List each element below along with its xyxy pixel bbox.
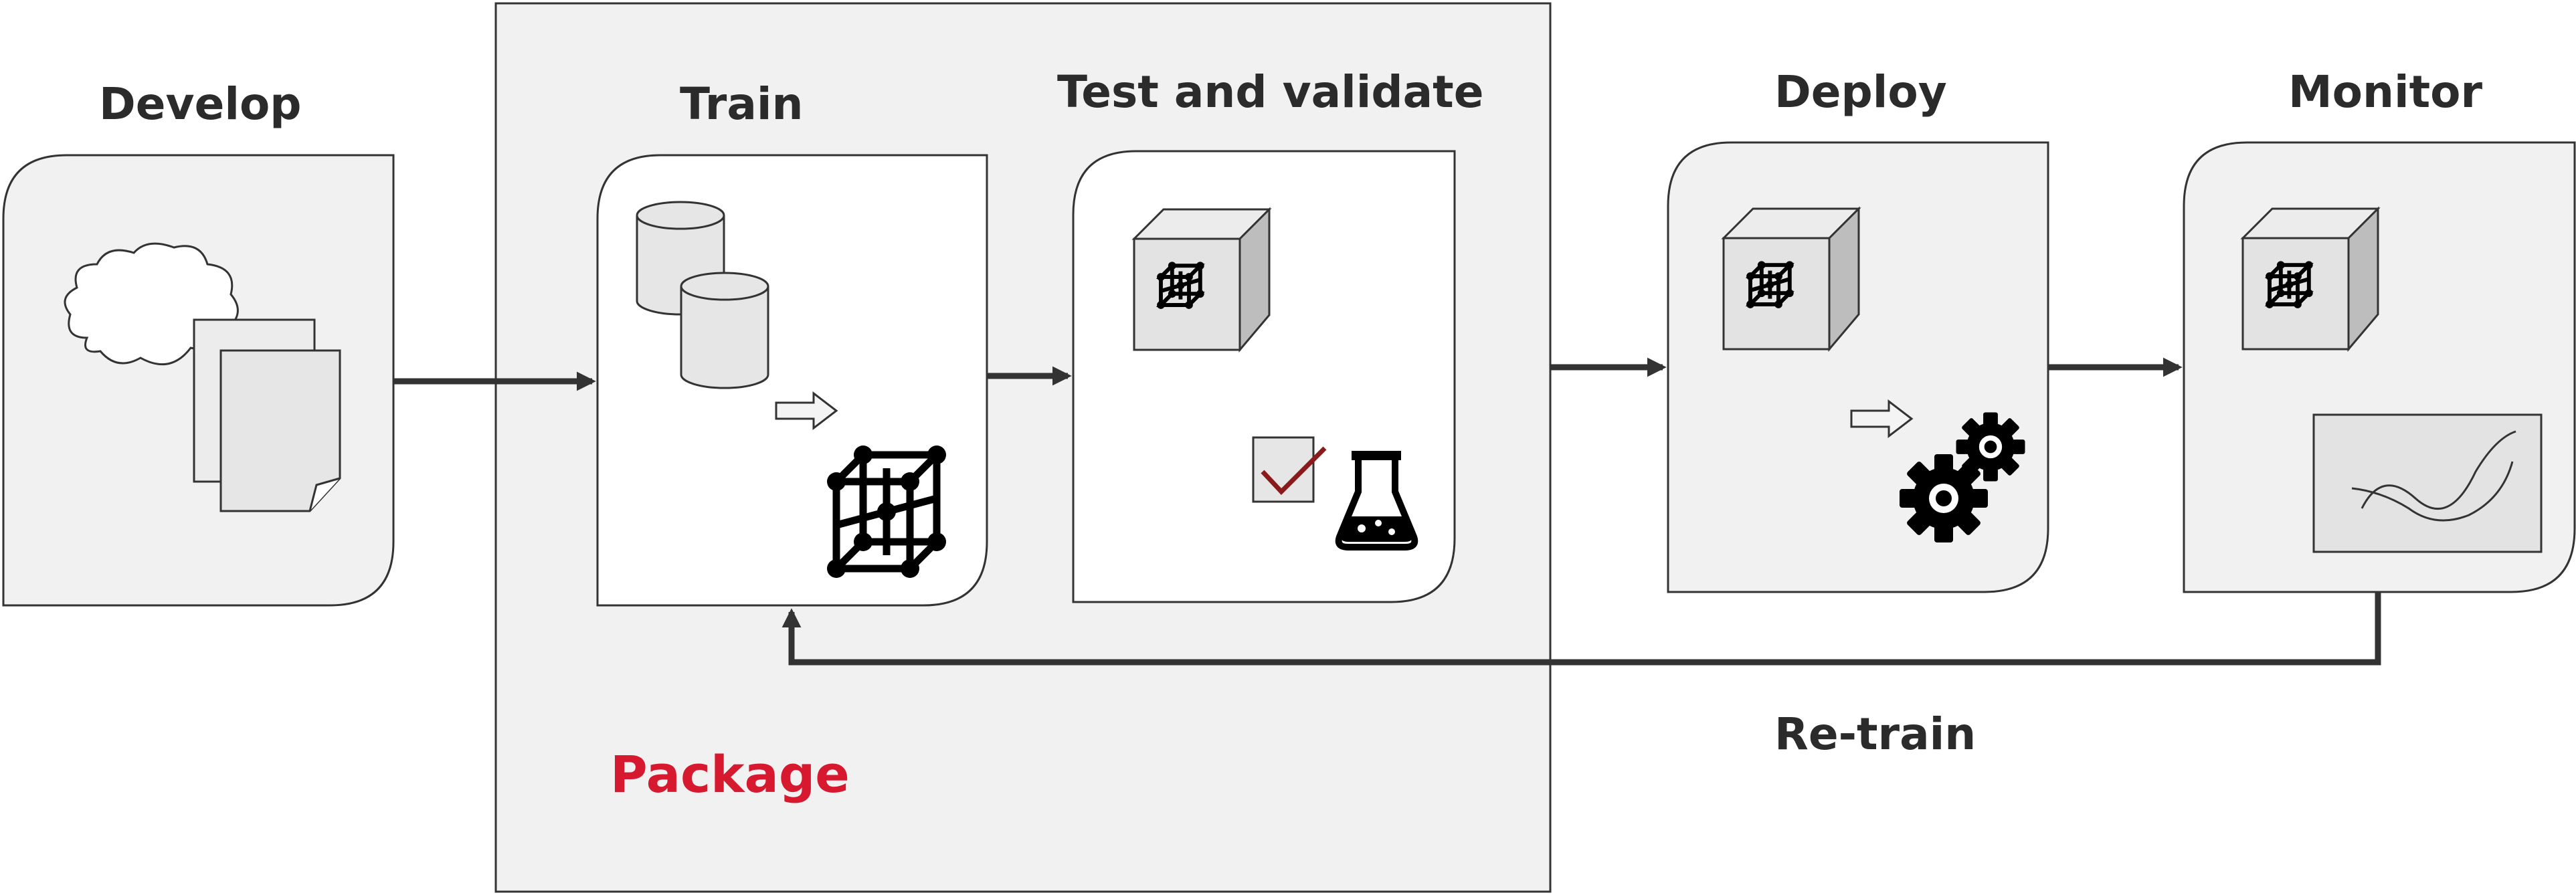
develop-stage: Develop bbox=[2, 78, 395, 607]
model-box-icon bbox=[1134, 209, 1269, 350]
arrow-retrain-loop bbox=[781, 592, 2381, 666]
line-chart-icon bbox=[2312, 413, 2543, 553]
train-title: Train bbox=[680, 78, 803, 130]
deploy-stage: Deploy bbox=[1667, 66, 2049, 593]
model-box-icon bbox=[2243, 209, 2378, 349]
model-box-icon bbox=[1724, 209, 1859, 349]
package-label: Package bbox=[610, 744, 850, 804]
retrain-label: Re-train bbox=[1774, 708, 1976, 760]
train-stage: Train bbox=[596, 78, 988, 607]
monitor-title: Monitor bbox=[2288, 66, 2483, 118]
documents-icon bbox=[193, 318, 341, 512]
test-title: Test and validate bbox=[1057, 66, 1483, 118]
deploy-title: Deploy bbox=[1774, 66, 1947, 118]
test-stage: Test and validate bbox=[1057, 66, 1483, 603]
checkbox-icon bbox=[1252, 436, 1327, 503]
monitor-stage: Monitor bbox=[2183, 66, 2576, 593]
flask-icon bbox=[1335, 451, 1418, 551]
database-icon bbox=[636, 201, 769, 389]
network-cube-icon bbox=[827, 445, 946, 578]
flow-arrows bbox=[393, 357, 2381, 666]
develop-title: Develop bbox=[99, 78, 302, 130]
